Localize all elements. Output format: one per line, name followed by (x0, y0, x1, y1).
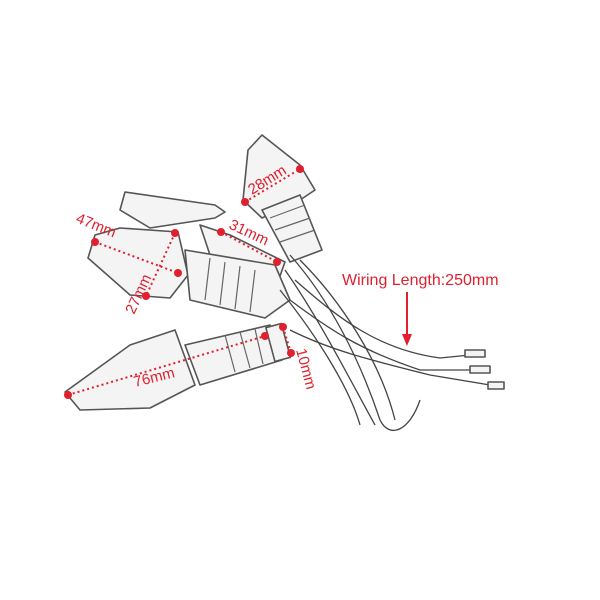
dimension-dots (64, 165, 304, 399)
lamp-bottom (64, 322, 292, 411)
lamp-middle (87, 227, 291, 319)
dim-line-27 (145, 232, 176, 297)
label-wiring-length: Wiring Length:250mm (342, 272, 499, 289)
dim-line-31 (220, 231, 278, 263)
wire-bundle (279, 254, 505, 432)
label-10mm: 10mm (292, 347, 319, 392)
dim-line-76 (67, 335, 266, 396)
dim-line-28 (244, 168, 301, 203)
wiring-arrow-icon (402, 292, 412, 346)
